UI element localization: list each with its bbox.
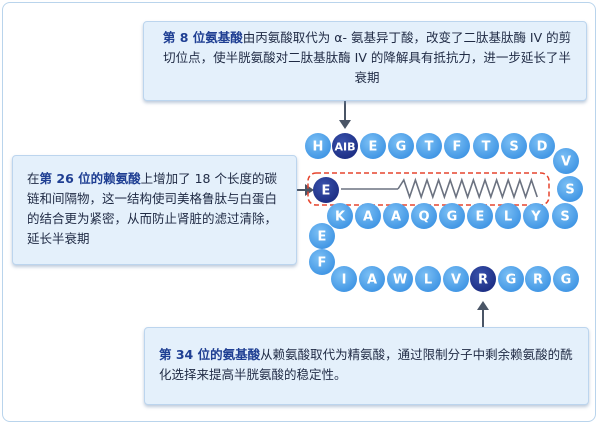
residue-label-25: A — [367, 273, 377, 288]
residue-label-20: K — [335, 210, 346, 225]
residue-label-8: S — [509, 140, 518, 155]
residue-17 — [411, 203, 437, 229]
residue-label-4: G — [396, 140, 407, 155]
residue-label-5: T — [425, 140, 434, 155]
residue-6 — [444, 133, 470, 159]
residue-label-21: E — [322, 184, 331, 199]
residue-label-32: G — [561, 273, 572, 288]
note-position-26: 在第 26 位的赖氨酸上增加了 18 个长度的碳链和间隔物，这一结构使司美格鲁肽… — [12, 155, 297, 265]
residue-label-26: W — [393, 273, 407, 288]
residue-13 — [523, 203, 549, 229]
note-left-highlight: 第 26 位的赖氨酸 — [39, 171, 141, 186]
arrow-to-aib — [339, 101, 351, 129]
residue-16 — [439, 203, 465, 229]
residue-label-12: S — [560, 210, 569, 225]
residue-2 — [332, 133, 358, 159]
residue-30 — [498, 266, 524, 292]
residue-label-27: L — [424, 273, 432, 288]
residue-31 — [525, 266, 551, 292]
residue-24 — [331, 266, 357, 292]
note-bottom-text: 从赖氨酸取代为精氨酸，通过限制分子中剩余赖氨酸的酰化选择来提高半胱氨酸的稳定性。 — [159, 347, 573, 382]
residue-label-24: I — [342, 273, 347, 288]
residue-label-29: R — [478, 273, 488, 288]
residue-14 — [495, 203, 521, 229]
residue-label-18: A — [391, 210, 401, 225]
note-top-text: 由丙氨酸取代为 α- 氨基异丁酸，改变了二肽基肽酶 IV 的剪切位点，使半胱氨酸… — [163, 30, 572, 85]
residue-label-6: F — [453, 140, 462, 155]
note-bottom-highlight: 第 34 位的氨基酸 — [159, 347, 261, 362]
residue-label-28: V — [451, 273, 461, 288]
residue-3 — [360, 133, 386, 159]
arrow-to-r34 — [477, 301, 489, 327]
residue-7 — [473, 133, 499, 159]
residue-26 — [387, 266, 413, 292]
residue-label-10: V — [561, 155, 571, 170]
residue-8 — [501, 133, 527, 159]
note-position-8: 第 8 位氨基酸由丙氨酸取代为 α- 氨基异丁酸，改变了二肽基肽酶 IV 的剪切… — [143, 21, 587, 101]
residue-label-11: S — [565, 183, 574, 198]
residue-label-7: T — [482, 140, 491, 155]
residue-25 — [359, 266, 385, 292]
residue-label-15: E — [476, 210, 485, 225]
residue-32 — [553, 266, 579, 292]
residue-20 — [327, 203, 353, 229]
residue-1 — [305, 133, 331, 159]
residue-label-2: AIB — [335, 141, 356, 154]
arrow-to-e26 — [297, 184, 314, 196]
residue-10 — [553, 148, 579, 174]
note-left-text: 上增加了 18 个长度的碳链和间隔物，这一结构使司美格鲁肽与白蛋白的结合更为紧密… — [27, 171, 278, 246]
residue-23 — [309, 249, 335, 275]
residue-5 — [416, 133, 442, 159]
residue-label-19: A — [363, 210, 373, 225]
residue-label-31: R — [533, 273, 543, 288]
residue-21 — [313, 177, 339, 203]
residue-22 — [309, 223, 335, 249]
residue-29 — [470, 266, 496, 292]
residue-label-3: E — [369, 140, 378, 155]
residue-label-13: Y — [530, 210, 541, 225]
residue-label-23: F — [318, 256, 327, 271]
note-left-prefix: 在 — [27, 171, 40, 186]
residue-18 — [383, 203, 409, 229]
note-position-34: 第 34 位的氨基酸从赖氨酸取代为精氨酸，通过限制分子中剩余赖氨酸的酰化选择来提… — [144, 327, 589, 405]
residue-11 — [557, 176, 583, 202]
residue-label-16: G — [447, 210, 458, 225]
note-top-highlight: 第 8 位氨基酸 — [162, 30, 243, 45]
residue-label-14: L — [504, 210, 512, 225]
residue-label-30: G — [506, 273, 517, 288]
residue-19 — [355, 203, 381, 229]
residue-4 — [388, 133, 414, 159]
residue-label-1: H — [313, 140, 324, 155]
residue-label-17: Q — [418, 210, 429, 225]
residue-12 — [552, 203, 578, 229]
residue-27 — [415, 266, 441, 292]
residue-28 — [443, 266, 469, 292]
fatty-acid-chain — [397, 177, 538, 200]
residue-label-22: E — [318, 230, 327, 245]
residue-9 — [529, 133, 555, 159]
residue-15 — [467, 203, 493, 229]
residue-label-9: D — [537, 140, 548, 155]
